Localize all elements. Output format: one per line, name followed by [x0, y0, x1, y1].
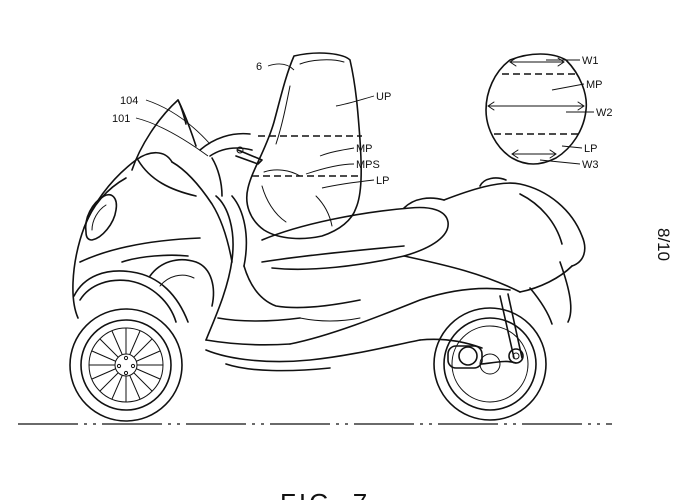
- figure-caption: FIG. 7: [280, 488, 370, 500]
- label-lp: LP: [376, 175, 389, 187]
- inset-label-w2: W2: [596, 107, 613, 119]
- leader-lines: [135, 59, 594, 189]
- sheet-number: 8/10: [654, 228, 673, 261]
- legshield: [205, 195, 291, 346]
- rear-wheel: [433, 307, 547, 421]
- windscreen: [131, 99, 197, 171]
- inset-label-w1: W1: [582, 55, 599, 67]
- inset-label-lp: LP: [584, 143, 597, 155]
- rear-suspension: [419, 293, 524, 369]
- seat: [261, 197, 449, 271]
- inset-label-w3: W3: [582, 159, 599, 171]
- label-up: UP: [376, 91, 391, 103]
- label-ref-104: 104: [120, 95, 138, 107]
- front-wheel: [69, 308, 183, 422]
- inset-label-mp: MP: [586, 79, 603, 91]
- label-ref-6: 6: [256, 61, 262, 73]
- floorboard: [205, 265, 421, 372]
- rear-body: [289, 177, 586, 345]
- front-fairing: [72, 151, 233, 323]
- label-ref-101: 101: [112, 113, 130, 125]
- handlebar-assembly: [199, 132, 263, 197]
- label-mp: MP: [356, 143, 373, 155]
- airbag: [246, 52, 362, 240]
- label-mps: MPS: [356, 159, 380, 171]
- section-inset: [485, 53, 588, 165]
